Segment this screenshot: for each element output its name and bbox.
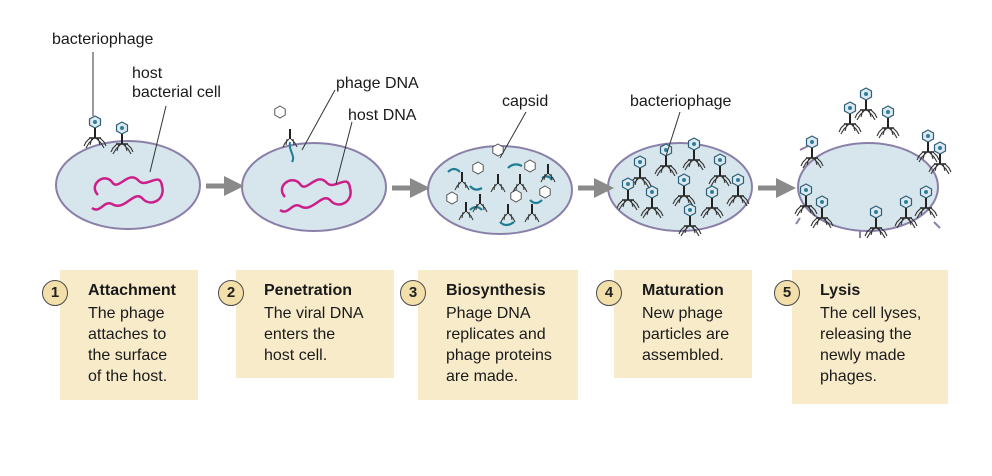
label-capsid: capsid (502, 93, 549, 110)
stage-box-biosynthesis: 3 Biosynthesis Phage DNA replicates and … (400, 270, 578, 400)
label-bacteriophage: bacteriophage (52, 31, 154, 48)
stage-number-1: 1 (42, 280, 68, 306)
stage-title: Lysis (820, 282, 861, 299)
stage-title: Maturation (642, 282, 724, 299)
cell-biosynthesis (427, 143, 573, 235)
cell-maturation (607, 137, 753, 237)
stage-title: Biosynthesis (446, 282, 546, 299)
stage-description: The cell lyses, releasing the newly made… (820, 305, 922, 385)
stage-title: Attachment (88, 282, 177, 299)
stage-description: Phage DNA replicates and phage proteins … (446, 305, 552, 385)
label-host-bacterial-cell: host bacterial cell (132, 65, 221, 101)
phage-dna-injected (288, 141, 295, 163)
stage-box-penetration: 2 Penetration The viral DNA enters the h… (218, 270, 394, 378)
label-host-dna: host DNA (348, 107, 417, 124)
process-arrows (206, 176, 796, 198)
leader-lines (92, 52, 681, 185)
host-dna-1 (91, 176, 164, 211)
cell-lysis (794, 87, 952, 239)
stage-title: Penetration (264, 282, 353, 299)
label-phage-dna: phage DNA (336, 75, 419, 92)
stage-number-4: 4 (596, 280, 622, 306)
cell-attachment (55, 115, 201, 230)
stage-box-maturation: 4 Maturation New phage particles are ass… (596, 270, 752, 378)
host-dna-2 (279, 178, 352, 213)
stage-box-lysis: 5 Lysis The cell lyses, releasing the ne… (774, 270, 948, 404)
stage-description: New phage particles are assembled. (642, 305, 730, 364)
label-bacteriophage-maturation: bacteriophage (630, 93, 732, 110)
stage-number-2: 2 (218, 280, 244, 306)
stage-box-attachment: 1 Attachment The phage attaches to the s… (42, 270, 198, 400)
stage-description: The phage attaches to the surface of the… (88, 305, 168, 385)
stage-description: The viral DNA enters the host cell. (264, 305, 364, 364)
stage-number-3: 3 (400, 280, 426, 306)
stage-number-5: 5 (774, 280, 800, 306)
